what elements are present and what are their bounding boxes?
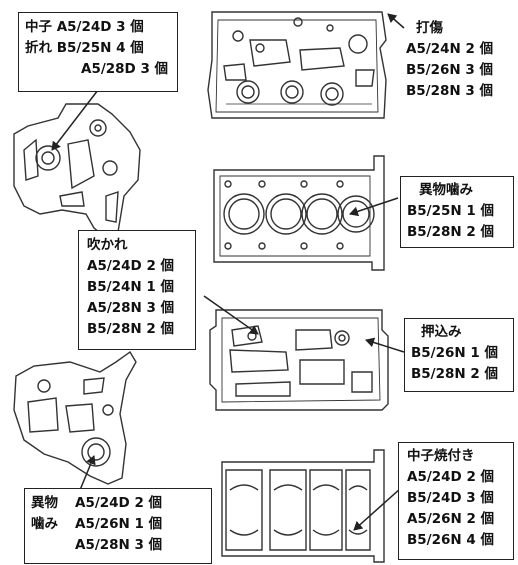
defect-box-nakago-ore: 中子 A5/24D 3 個 折れ B5/25N 4 個 A5/28D 3 個 [18, 12, 178, 92]
defect-line: 中子 A5/24D 3 個 [25, 19, 144, 35]
defect-label-bottom: 噛み [31, 516, 58, 532]
defect-grid: 異物 A5/24D 2 個 噛み A5/26N 1 個 A5/28N 3 個 [31, 493, 205, 556]
arrow-nakago-ore [51, 89, 99, 151]
defect-title: 押込み [421, 324, 462, 340]
defect-box-dashou: 打傷 A5/24N 2 個 B5/26N 3 個 B5/28N 3 個 [402, 18, 514, 110]
timing-cover-bottom-left [13, 350, 137, 485]
defect-line: A5/26N 1 個 [75, 516, 163, 532]
defect-box-ibutsu-kami-1: 異物噛み B5/25N 1 個 B5/28N 2 個 [400, 176, 514, 248]
cylinder-head-deck [213, 155, 385, 271]
defect-label-blank [31, 535, 75, 556]
defect-label-top: 異物 [31, 495, 58, 511]
arrow-oshikomi [365, 337, 405, 353]
cylinder-block-side [209, 309, 389, 411]
defect-line: A5/24D 2 個 [407, 469, 495, 485]
defect-line: A5/28D 3 個 [81, 61, 169, 77]
defect-line: B5/28N 3 個 [406, 83, 493, 99]
defect-title: 異物噛み [419, 182, 473, 198]
defect-line: B5/24D 3 個 [407, 490, 494, 506]
defect-line: B5/28N 2 個 [87, 321, 174, 337]
cylinder-block-top-view [207, 11, 387, 119]
defect-line: B5/26N 4 個 [407, 532, 494, 548]
defect-title: 打傷 [416, 20, 443, 36]
chain-cover-left [13, 103, 141, 237]
defect-line: B5/28N 2 個 [407, 224, 494, 240]
defect-line: B5/28N 2 個 [411, 366, 498, 382]
leader-arrows [51, 13, 411, 531]
defect-box-oshikomi: 押込み B5/26N 1 個 B5/28N 2 個 [404, 318, 514, 392]
defect-line: B5/24N 1 個 [87, 279, 174, 295]
defect-line: A5/24D 2 個 [87, 258, 175, 274]
defect-line: A5/26N 2 個 [407, 511, 495, 527]
defect-line: 折れ B5/25N 4 個 [25, 40, 144, 56]
arrow-ibutsu-kami-1 [349, 197, 399, 217]
crank-case-bottom-right [221, 449, 385, 563]
defect-box-ibutsu-kami-2: 異物 A5/24D 2 個 噛み A5/26N 1 個 A5/28N 3 個 [24, 488, 212, 564]
defect-line: B5/26N 1 個 [411, 345, 498, 361]
defect-line: A5/24N 2 個 [406, 41, 494, 57]
defect-line: A5/28N 3 個 [75, 537, 163, 553]
defect-line: A5/28N 3 個 [87, 300, 175, 316]
defect-box-fukare: 吹かれ A5/24D 2 個 B5/24N 1 個 A5/28N 3 個 B5/… [78, 230, 196, 350]
arrow-dashou [387, 13, 405, 29]
defect-title: 中子焼付き [407, 448, 475, 464]
defect-title: 吹かれ [87, 237, 128, 253]
defect-line: B5/25N 1 個 [407, 203, 494, 219]
defect-box-nakago-yakitsuki: 中子焼付き A5/24D 2 個 B5/24D 3 個 A5/26N 2 個 B… [398, 442, 514, 560]
defect-line: B5/26N 3 個 [406, 62, 493, 78]
arrow-ibutsu-kami-2 [79, 455, 96, 491]
arrow-fukare [203, 295, 259, 335]
defect-line: A5/24D 2 個 [75, 495, 163, 511]
